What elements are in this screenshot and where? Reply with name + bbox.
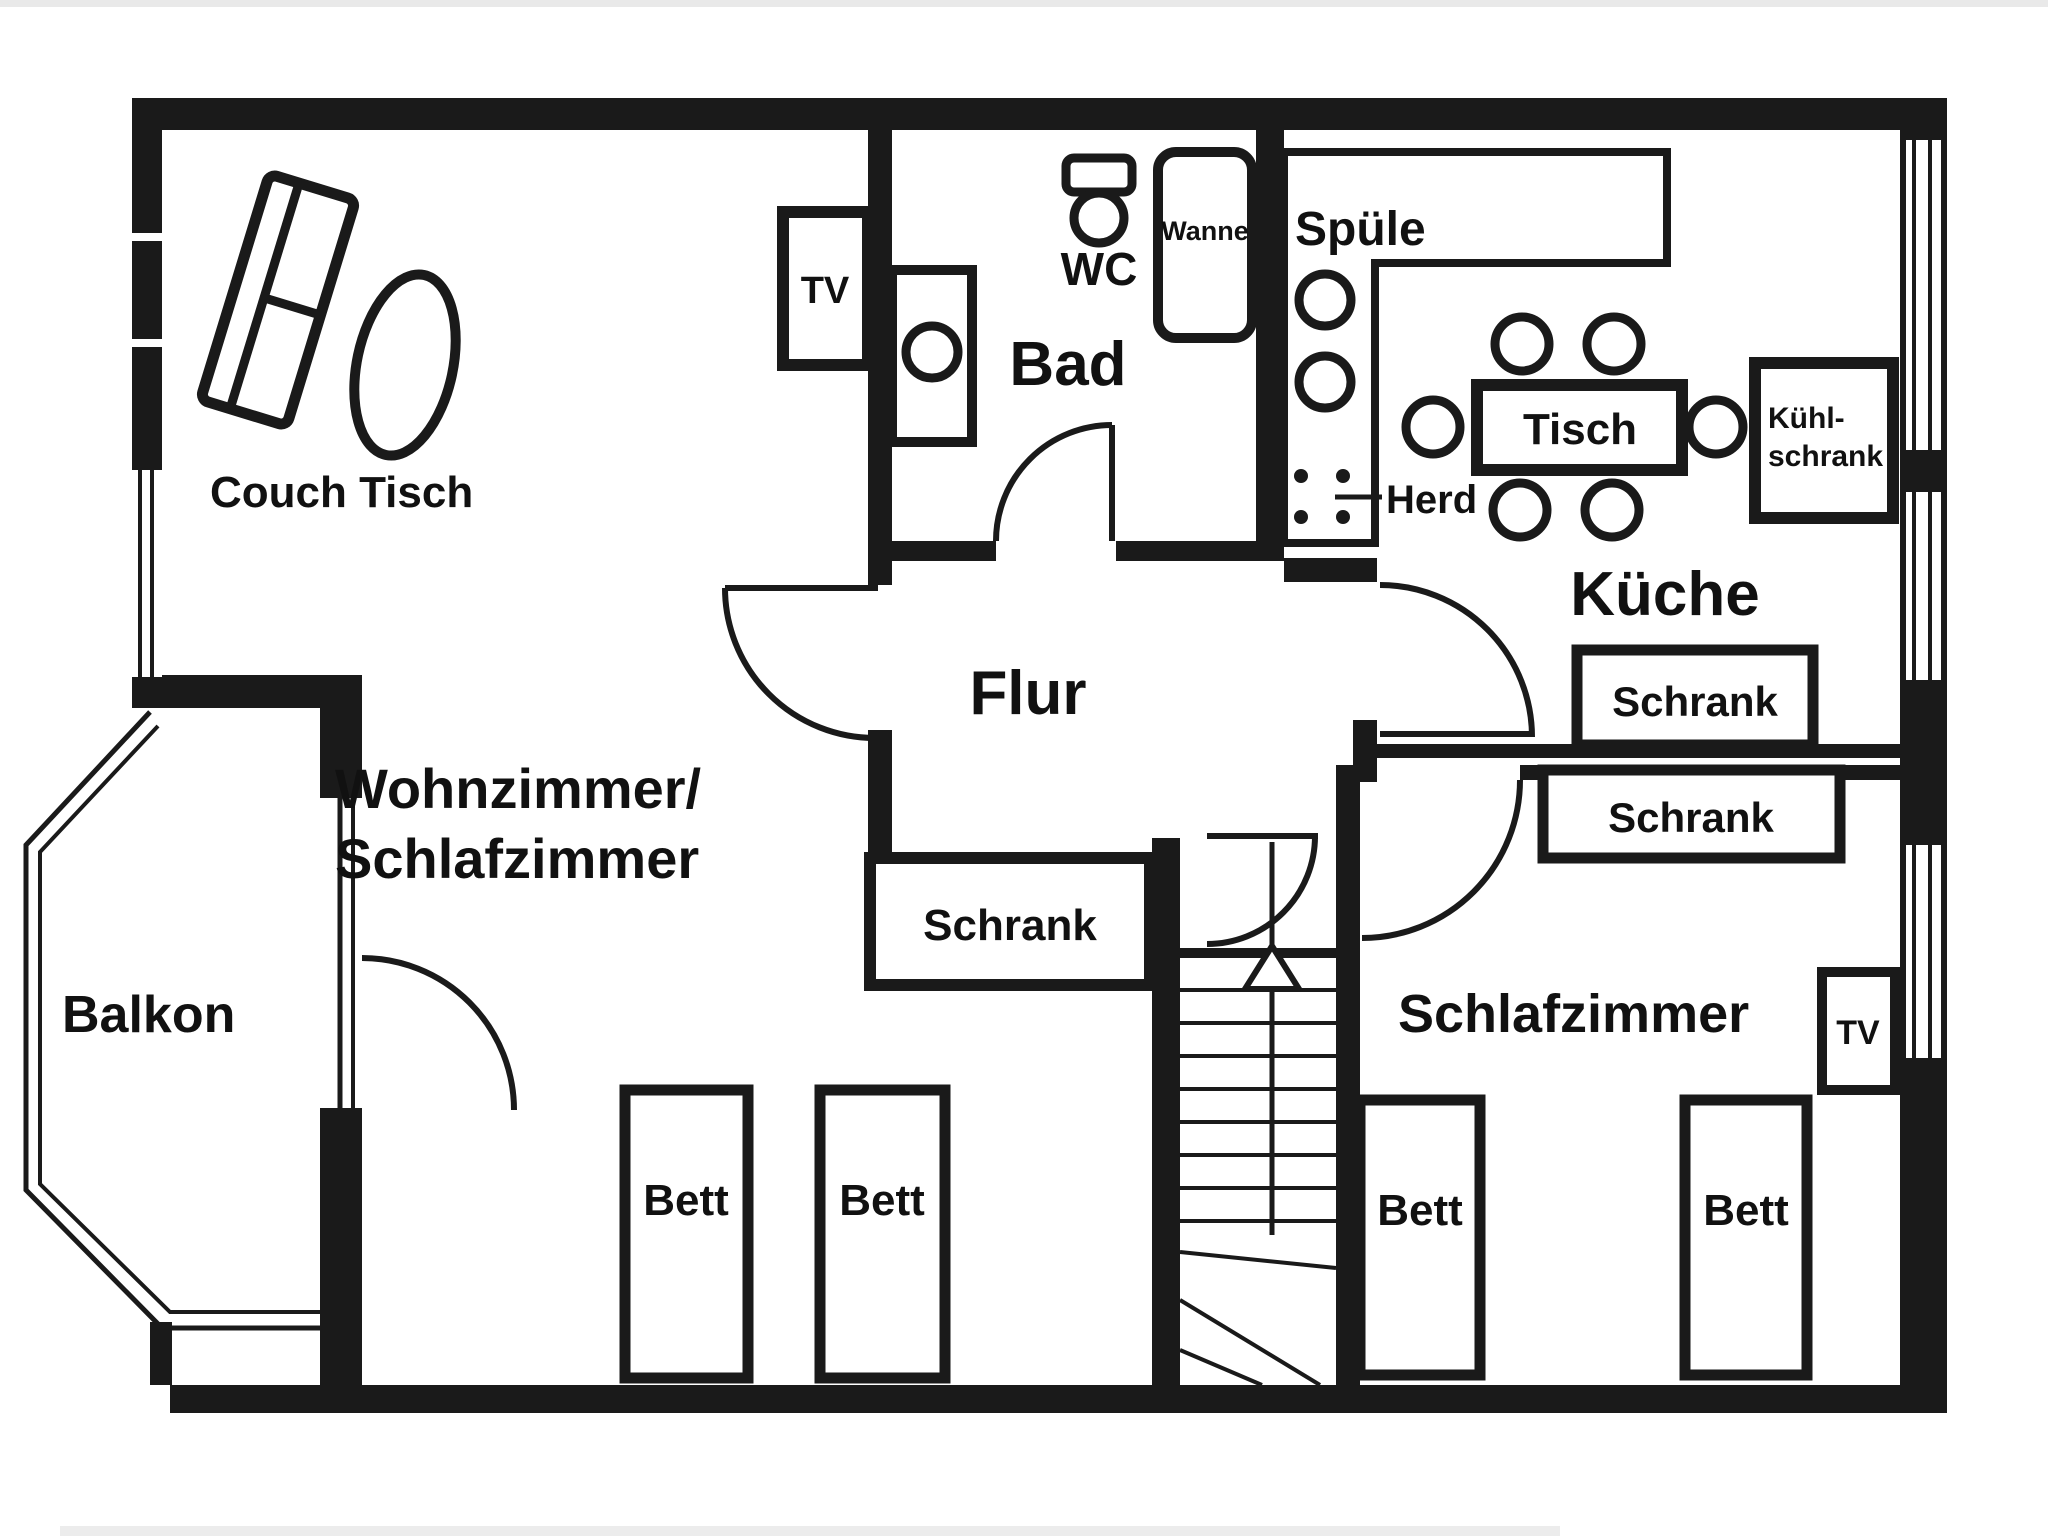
door-entry-stairs bbox=[1206, 833, 1318, 947]
furniture-wohnzimmer bbox=[196, 170, 1156, 1384]
wall-balcony-top bbox=[132, 675, 362, 708]
tv-schlafzimmer-box bbox=[1817, 967, 1900, 1095]
label-wanne: Wanne bbox=[1161, 216, 1249, 246]
bed-wohnzimmer-2 bbox=[814, 1084, 951, 1384]
door-wohnzimmer bbox=[722, 585, 878, 741]
door-kueche bbox=[1379, 582, 1535, 738]
wardrobe-flur bbox=[864, 852, 1156, 991]
window-left-opening bbox=[132, 470, 162, 677]
label-schlafzimmer: Schlafzimmer bbox=[1398, 984, 1749, 1044]
furniture-kueche bbox=[1280, 148, 1899, 751]
staircase bbox=[1178, 842, 1337, 1387]
label-kuehlschrank-2: schrank bbox=[1768, 440, 1883, 473]
bed-schlafzimmer-1 bbox=[1354, 1094, 1486, 1381]
label-wohnzimmer-2: Schlafzimmer bbox=[335, 827, 699, 890]
windows bbox=[23, 140, 1941, 1331]
wall-joint-mark bbox=[132, 233, 162, 241]
dining-chairs bbox=[1401, 312, 1748, 542]
label-schrank-kueche: Schrank bbox=[1612, 678, 1778, 725]
tv-wohnzimmer-box bbox=[777, 206, 874, 371]
label-tisch: Tisch bbox=[1523, 405, 1637, 454]
wall-balcony-stub-bottom bbox=[150, 1322, 172, 1385]
label-bad: Bad bbox=[1009, 330, 1126, 399]
couch bbox=[196, 170, 360, 430]
door-swing-arc bbox=[1206, 835, 1318, 947]
label-schrank-schlafzimmer: Schrank bbox=[1608, 794, 1774, 841]
stove-burners bbox=[1294, 469, 1350, 524]
wall-flur-kueche bbox=[1284, 558, 1353, 582]
wall-stairwell-left bbox=[1152, 838, 1180, 1388]
window-right-kueche-lower bbox=[1906, 492, 1941, 680]
bed-schlafzimmer-2 bbox=[1679, 1094, 1813, 1381]
wc-cistern bbox=[1061, 153, 1137, 197]
fridge bbox=[1749, 357, 1899, 524]
label-schrank-flur: Schrank bbox=[923, 901, 1097, 950]
bathtub bbox=[1153, 147, 1257, 343]
doors bbox=[361, 422, 1535, 1111]
sink-basin bbox=[1294, 351, 1356, 413]
door-swing-arc bbox=[993, 422, 1113, 542]
wall-wohnzimmer-flur-lower bbox=[868, 730, 892, 860]
wall-joint-mark bbox=[132, 339, 162, 347]
door-swing-arc bbox=[361, 955, 517, 1111]
wardrobe-schlafzimmer bbox=[1537, 764, 1846, 864]
label-tv-wohnzimmer: TV bbox=[801, 270, 850, 312]
bed-wohnzimmer-1 bbox=[619, 1084, 754, 1384]
label-bett-wz-2: Bett bbox=[839, 1176, 925, 1225]
label-balkon: Balkon bbox=[62, 986, 235, 1044]
label-kueche: Küche bbox=[1570, 560, 1759, 629]
label-bett-sz-1: Bett bbox=[1377, 1186, 1463, 1235]
door-balkon bbox=[361, 955, 517, 1111]
door-swing-arc bbox=[1379, 582, 1535, 738]
sink-basin bbox=[1294, 269, 1356, 331]
door-swing-arc bbox=[722, 587, 876, 741]
stair-winder bbox=[1179, 1250, 1337, 1270]
door-schlafzimmer bbox=[1361, 779, 1523, 941]
wardrobe-kueche bbox=[1571, 644, 1819, 751]
furniture-bad bbox=[887, 147, 1257, 447]
couch-table-oval bbox=[349, 269, 461, 461]
label-tv-schlafzimmer: TV bbox=[1836, 1014, 1880, 1052]
scan-artifact-bottom bbox=[60, 1526, 1560, 1536]
wall-bad-kueche bbox=[1256, 130, 1284, 561]
window-right-kueche-upper bbox=[1906, 140, 1941, 450]
label-couch-tisch: Couch Tisch bbox=[210, 468, 473, 517]
dining-table bbox=[1471, 379, 1688, 476]
wall-balcony-stub-lower bbox=[320, 1108, 362, 1388]
wall-kueche-door-stub bbox=[1353, 558, 1377, 582]
wall-exterior-top bbox=[132, 98, 1947, 130]
label-kuehlschrank-1: Kühl- bbox=[1768, 402, 1845, 435]
wall-stair-landing-edge bbox=[1180, 948, 1336, 958]
label-wc: WC bbox=[1061, 243, 1138, 295]
label-bett-wz-1: Bett bbox=[643, 1176, 729, 1225]
wall-exterior-bottom bbox=[170, 1385, 1947, 1413]
window-right-schlafzimmer bbox=[1906, 845, 1941, 1058]
label-flur: Flur bbox=[969, 659, 1086, 728]
wall-bad-bottom-left bbox=[868, 541, 996, 561]
label-wohnzimmer-1: Wohnzimmer/ bbox=[335, 757, 702, 820]
stair-direction-arrow bbox=[1239, 940, 1305, 992]
stair-winder bbox=[1179, 1348, 1263, 1387]
room-labels: Couch Tisch TV Bad WC Wanne Spüle Herd T… bbox=[62, 203, 1883, 1235]
door-swing-arc bbox=[1361, 779, 1523, 941]
label-bett-sz-2: Bett bbox=[1703, 1186, 1789, 1235]
balcony-bay-windows bbox=[23, 710, 355, 1331]
washbasin-bowl bbox=[901, 321, 963, 383]
label-herd: Herd bbox=[1386, 478, 1477, 522]
stair-winder bbox=[1178, 1298, 1322, 1387]
furniture-schlafzimmer bbox=[1354, 764, 1900, 1381]
wall-bad-bottom-right bbox=[1116, 541, 1284, 561]
wall-balcony-stub-upper bbox=[320, 708, 362, 798]
kitchen-counter bbox=[1280, 148, 1671, 547]
door-bad bbox=[993, 422, 1115, 542]
label-spuele: Spüle bbox=[1295, 203, 1426, 256]
scan-artifact-top bbox=[0, 0, 2048, 7]
wc-bowl bbox=[1069, 188, 1129, 248]
